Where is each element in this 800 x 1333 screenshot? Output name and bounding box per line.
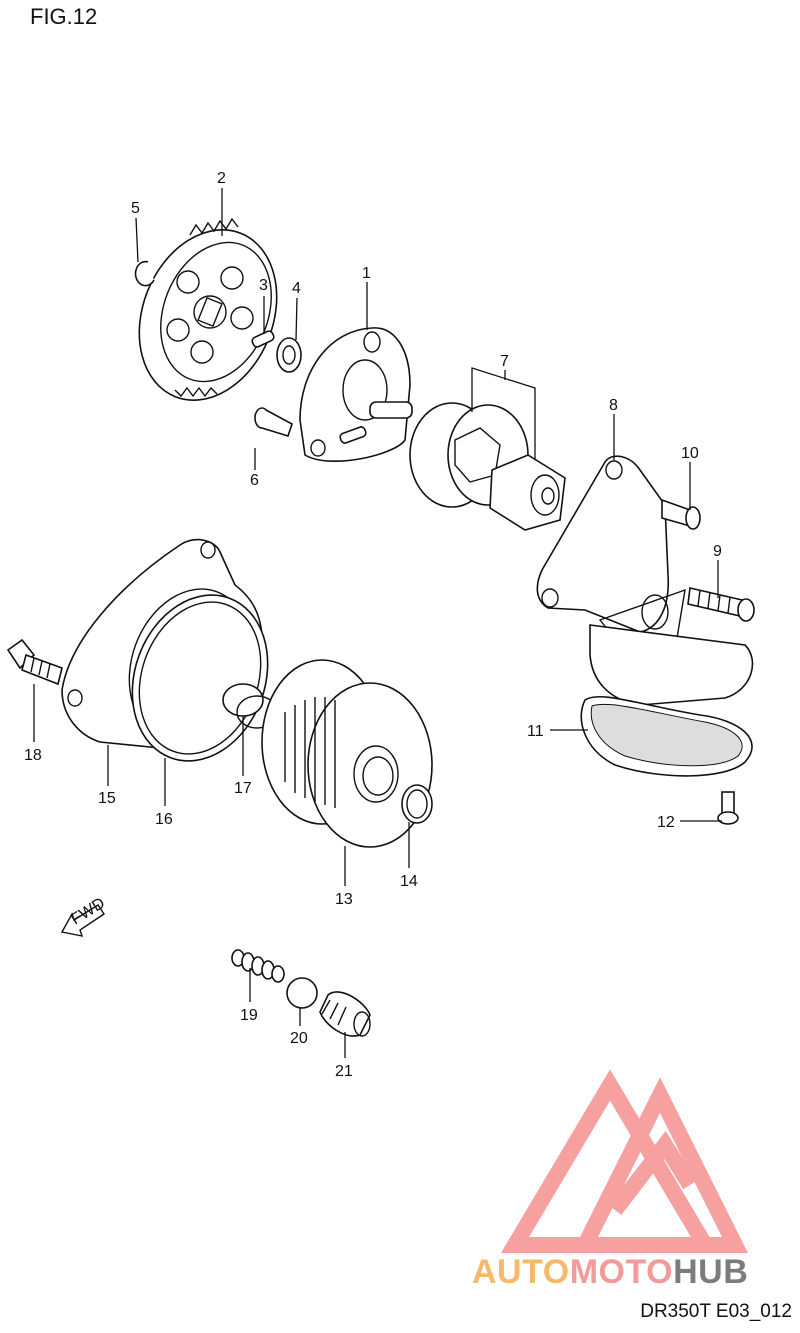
part-16-o-ring[interactable]	[110, 576, 290, 780]
figure-label: FIG.12	[30, 4, 98, 29]
leader-lines	[33, 188, 722, 1058]
callout-1: 1	[362, 265, 371, 282]
callout-19: 19	[240, 1007, 258, 1024]
callout-6: 6	[250, 472, 259, 489]
callout-16: 16	[155, 811, 173, 828]
callout-20: 20	[290, 1030, 308, 1047]
part-1-oil-pump-body[interactable]	[299, 327, 413, 462]
part-4-washer[interactable]	[276, 337, 302, 373]
callout-18: 18	[24, 747, 42, 764]
part-17-o-ring[interactable]	[222, 683, 278, 729]
part-2-oil-pump-gear[interactable]	[115, 209, 301, 421]
callout-17: 17	[234, 780, 252, 797]
callout-11: 11	[527, 723, 544, 740]
callout-21: 21	[335, 1063, 353, 1080]
callout-2: 2	[217, 170, 226, 187]
callout-3: 3	[259, 277, 268, 294]
callout-13: 13	[335, 891, 353, 908]
callout-9: 9	[713, 543, 722, 560]
brand-part-hub: HUB	[673, 1253, 749, 1291]
part-6-screw[interactable]	[254, 407, 293, 437]
figure-code: DR350T E03_012	[640, 1301, 792, 1322]
callout-7: 7	[500, 353, 509, 370]
part-14-o-ring[interactable]	[401, 784, 433, 824]
logo-inner-stroke	[608, 1130, 697, 1215]
part-19-spring[interactable]	[231, 949, 285, 983]
brand-part-moto: MOTO	[569, 1253, 674, 1291]
callout-14: 14	[400, 873, 418, 890]
part-18-bolt[interactable]	[6, 638, 63, 686]
callout-12: 12	[657, 814, 675, 831]
callout-15: 15	[98, 790, 116, 807]
callout-10: 10	[681, 445, 699, 462]
part-5-circlip[interactable]	[134, 260, 155, 287]
part-11-oil-strainer[interactable]	[580, 624, 754, 777]
part-9-bolt[interactable]	[687, 587, 755, 622]
forward-arrow-icon: FWD	[60, 895, 108, 937]
part-20-ball[interactable]	[286, 977, 318, 1009]
part-3-pin[interactable]	[251, 330, 275, 348]
part-21-plug[interactable]	[319, 991, 371, 1037]
part-7-pump-rotors[interactable]	[409, 402, 566, 531]
callout-5: 5	[131, 200, 140, 217]
part-12-screw[interactable]	[717, 791, 739, 825]
logo-triangle-right	[572, 1077, 748, 1253]
brand-wordmark: AUTOMOTOHUB	[472, 1253, 748, 1292]
callout-labels: 1 2 3 4 5 6 7 8 9 10 11 12 13 14 15 16 1…	[24, 170, 722, 1080]
brand-part-auto: AUTO	[472, 1253, 570, 1291]
part-10-screw[interactable]	[661, 498, 701, 530]
callout-4: 4	[292, 280, 301, 297]
watermark-logo	[500, 1069, 748, 1253]
callout-8: 8	[609, 397, 618, 414]
part-13-oil-filter[interactable]	[261, 659, 433, 848]
